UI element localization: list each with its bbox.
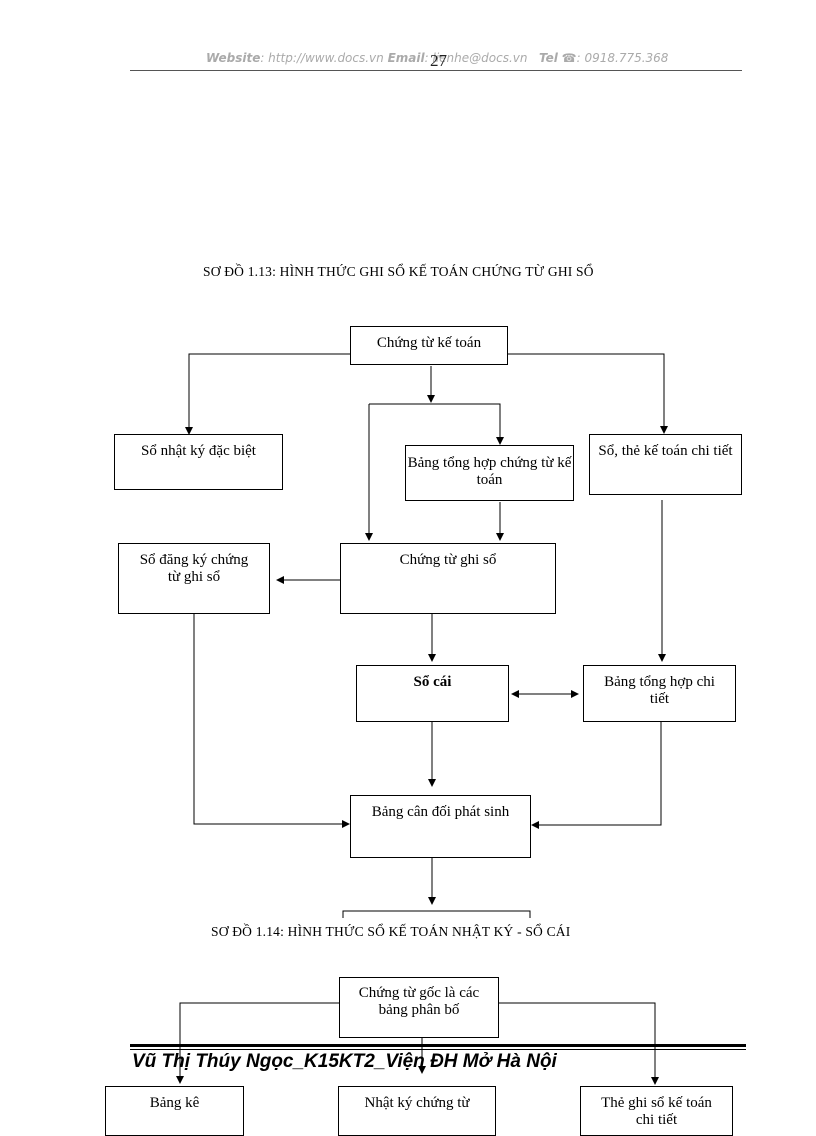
box2-journal-voucher: Nhật ký chứng từ	[338, 1086, 496, 1136]
arrow2-source-to-detail	[499, 1002, 659, 1085]
email-value: : lienhe@docs.vn	[424, 51, 528, 65]
footer-rule-thick	[130, 1044, 746, 1047]
arrow-source-to-special-journal	[185, 353, 350, 435]
tel-label: Tel	[538, 51, 558, 65]
box-summary-vouchers: Bảng tổng hợp chứng từ kế toán	[405, 445, 574, 501]
diagram2-title: SƠ ĐỒ 1.14: HÌNH THỨC SỔ KẾ TOÁN NHẬT KÝ…	[211, 924, 571, 939]
arrow-branch-to-summary	[369, 403, 504, 445]
footer-author: Vũ Thị Thúy Ngọc_K15KT2_Viện ĐH Mở Hà Nộ…	[132, 1051, 557, 1072]
box-registry: Sổ đăng ký chứng từ ghi sổ	[118, 543, 270, 614]
arrow2-source-to-listing	[176, 1002, 339, 1084]
box-general-ledger: Sổ cái	[356, 665, 509, 722]
arrow-registry-to-balance	[193, 614, 350, 828]
box-trial-balance: Bảng cân đối phát sinh	[350, 795, 531, 858]
arrow-source-to-detail-ledger	[508, 353, 668, 434]
page-number: 27	[430, 51, 447, 70]
diagram1-title: SƠ ĐỒ 1.13: HÌNH THỨC GHI SỔ KẾ TOÁN CHỨ…	[203, 264, 594, 279]
email-label: Email	[387, 51, 425, 65]
cutoff-box-edge	[342, 910, 531, 918]
box-detail-summary: Bảng tổng hợp chi tiết	[583, 665, 736, 722]
arrow-detail-summary-to-balance	[531, 722, 662, 829]
footer-rule-thin	[130, 1049, 746, 1050]
box2-source-vouchers: Chứng từ gốc là các bảng phân bố	[339, 977, 499, 1038]
tel-value: : 0918.775.368	[576, 51, 669, 65]
box-source-vouchers: Chứng từ kế toán	[350, 326, 508, 365]
box2-detail-card: Thẻ ghi sổ kế toán chi tiết	[580, 1086, 733, 1136]
box2-listing: Bảng kê	[105, 1086, 244, 1136]
box-special-journal: Sổ nhật ký đặc biệt	[114, 434, 283, 490]
box-recording-voucher: Chứng từ ghi sổ	[340, 543, 556, 614]
website-value: : http://www.docs.vn	[260, 51, 384, 65]
header-contact: Website: http://www.docs.vn Email: lienh…	[206, 51, 668, 65]
phone-icon: ☎	[561, 51, 577, 65]
box-detail-ledger: Sổ, thẻ kế toán chi tiết	[589, 434, 742, 495]
website-label: Website	[206, 51, 261, 65]
page-header: Website: http://www.docs.vn Email: lienh…	[130, 50, 742, 71]
